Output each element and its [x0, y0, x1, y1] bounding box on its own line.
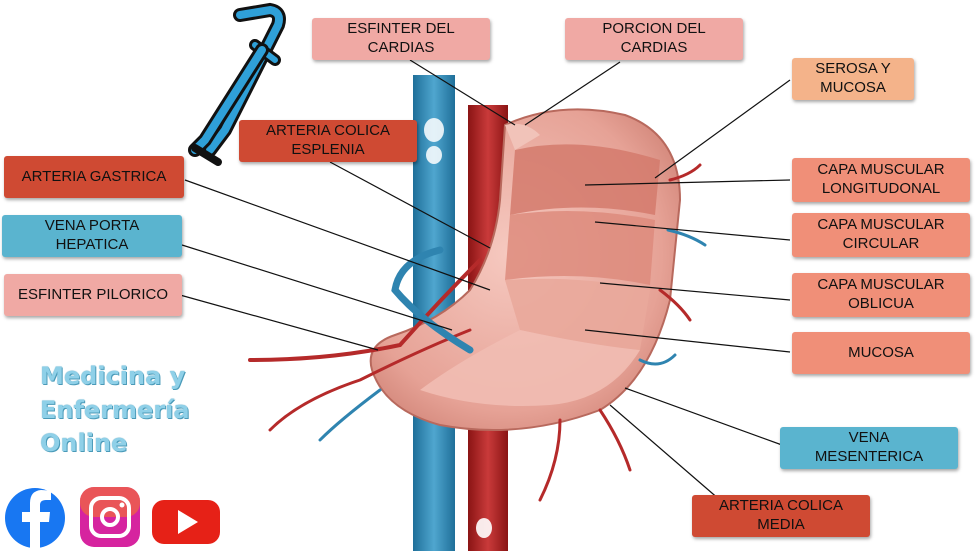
- label-vena-porta: VENA PORTA HEPATICA: [2, 215, 182, 257]
- facebook-icon[interactable]: [5, 488, 65, 548]
- label-capa-circular: CAPA MUSCULAR CIRCULAR: [792, 213, 970, 257]
- brand-line-1: Medicina y: [40, 362, 186, 390]
- label-mucosa: MUCOSA: [792, 332, 970, 374]
- leader-lines: [179, 59, 791, 501]
- label-vena-mesenterica: VENA MESENTERICA: [780, 427, 958, 469]
- label-porcion-cardias: PORCION DEL CARDIAS: [565, 18, 743, 60]
- instagram-icon[interactable]: [80, 487, 140, 547]
- label-esfinter-pilorico: ESFINTER PILORICO: [4, 274, 182, 316]
- label-arteria-gastrica: ARTERIA GASTRICA: [4, 156, 184, 198]
- label-esfinter-cardias: ESFINTER DEL CARDIAS: [312, 18, 490, 60]
- vessel-branches: [248, 163, 707, 502]
- label-serosa-mucosa: SEROSA Y MUCOSA: [792, 58, 914, 100]
- brand-text: Medicina y Enfermería Online: [40, 360, 240, 461]
- label-capa-oblicua: CAPA MUSCULAR OBLICUA: [792, 273, 970, 317]
- brand-line-3: Online: [40, 429, 128, 458]
- stomach-shape: [369, 108, 682, 431]
- label-capa-longitudinal: CAPA MUSCULAR LONGITUDONAL: [792, 158, 970, 202]
- label-arteria-colica-media: ARTERIA COLICA MEDIA: [692, 495, 870, 537]
- brand-line-2: Enfermería: [40, 395, 190, 424]
- youtube-icon[interactable]: [148, 495, 224, 547]
- syringe-icon: [188, 2, 286, 166]
- label-arteria-colica-esplenia: ARTERIA COLICA ESPLENIA: [239, 120, 417, 162]
